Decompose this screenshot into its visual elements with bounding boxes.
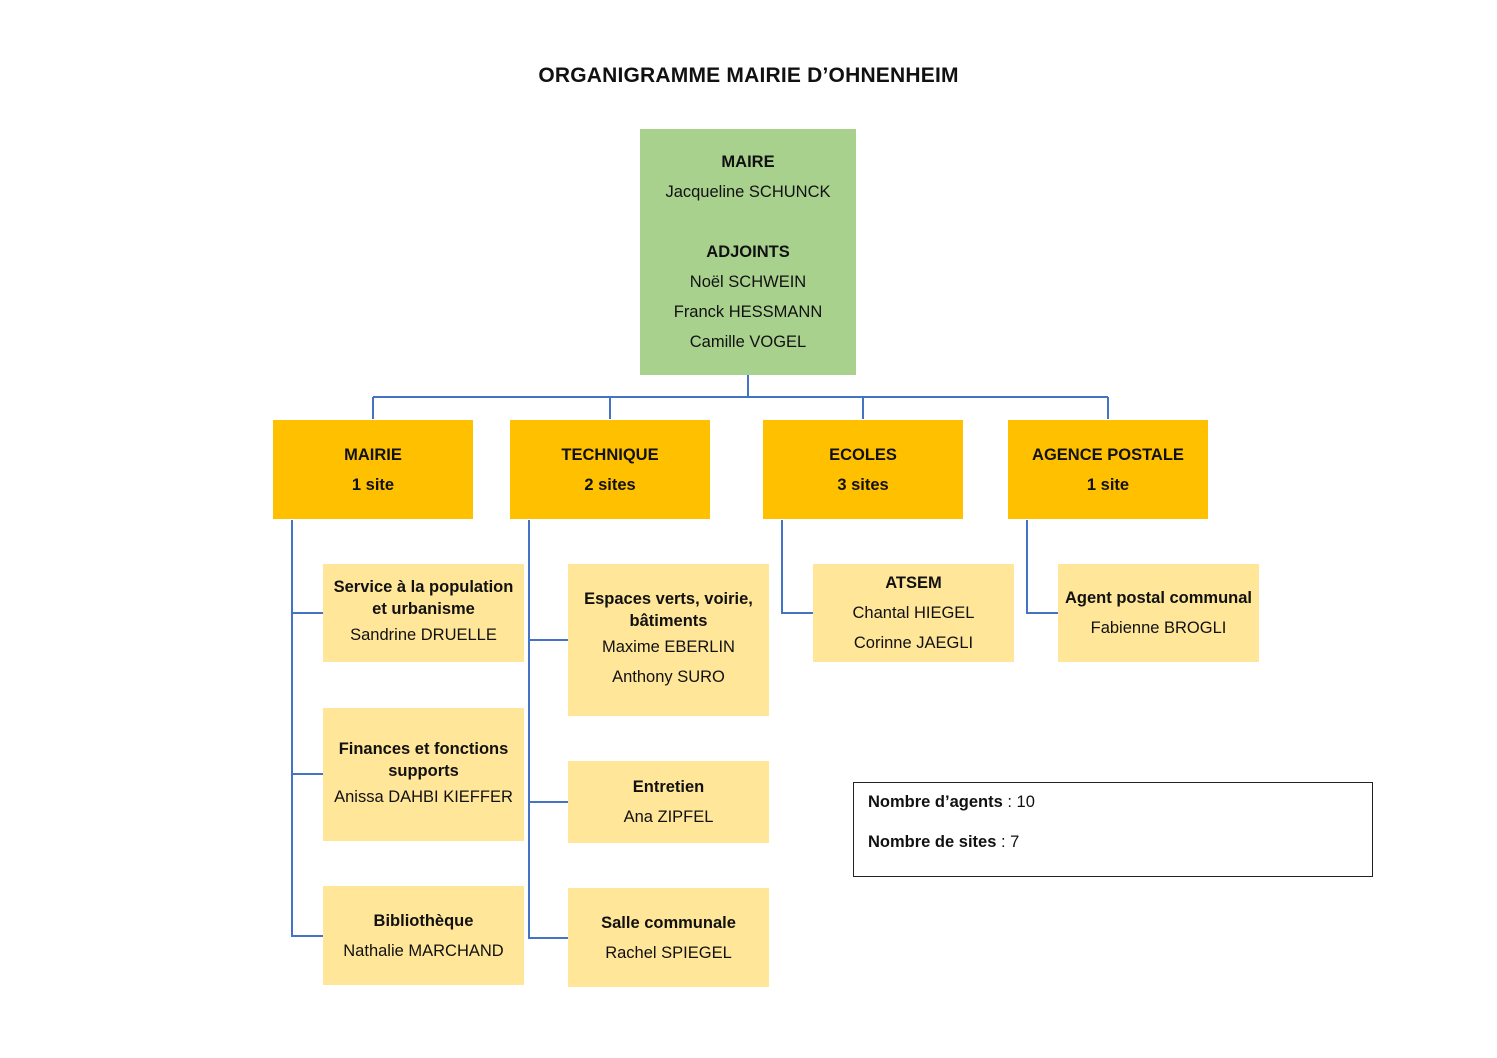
service-title: Bibliothèque xyxy=(373,911,474,930)
department-technique: TECHNIQUE 2 sites xyxy=(510,420,710,519)
service-espaces-verts: Espaces verts, voirie, bâtiments Maxime … xyxy=(568,564,769,716)
service-atsem: ATSEM Chantal HIEGEL Corinne JAEGLI xyxy=(813,564,1014,662)
sites-count-row: Nombre de sites : 7 xyxy=(868,832,1358,852)
service-person: Corinne JAEGLI xyxy=(853,634,974,652)
adjoints-label: ADJOINTS xyxy=(706,243,790,261)
service-title: Entretien xyxy=(632,778,705,796)
service-person: Sandrine DRUELLE xyxy=(350,626,497,644)
service-person: Anissa DAHBI KIEFFER xyxy=(334,787,513,806)
service-person: Maxime EBERLIN xyxy=(602,638,735,656)
sites-count-label: Nombre de sites xyxy=(868,833,997,851)
connector-mairie-branch xyxy=(291,520,323,937)
agents-count-value: : 10 xyxy=(1002,793,1035,811)
department-sites: 1 site xyxy=(351,475,395,494)
service-person: Ana ZIPFEL xyxy=(623,808,714,826)
department-sites: 2 sites xyxy=(584,475,636,494)
service-title: Espaces verts, voirie, xyxy=(584,590,753,608)
service-bibliotheque: Bibliothèque Nathalie MARCHAND xyxy=(323,886,524,985)
service-finances: Finances et fonctions supports Anissa DA… xyxy=(323,708,524,841)
service-entretien: Entretien Ana ZIPFEL xyxy=(568,761,769,843)
service-title: Service à la population xyxy=(333,578,514,596)
maire-name: Jacqueline SCHUNCK xyxy=(665,183,831,201)
service-person: Anthony SURO xyxy=(612,668,725,686)
department-sites: 3 sites xyxy=(837,475,889,494)
service-person: Chantal HIEGEL xyxy=(852,604,975,622)
agents-count-label: Nombre d’agents xyxy=(868,793,1003,811)
service-population-urbanisme: Service à la population et urbanisme San… xyxy=(323,564,524,662)
department-mairie: MAIRIE 1 site xyxy=(273,420,473,519)
service-title: et urbanisme xyxy=(372,600,475,618)
department-agence-postale: AGENCE POSTALE 1 site xyxy=(1008,420,1208,519)
sites-count-value: : 7 xyxy=(996,833,1020,851)
department-name: TECHNIQUE xyxy=(561,445,659,464)
service-title: supports xyxy=(388,761,459,780)
service-title: bâtiments xyxy=(629,612,708,630)
service-salle-communale: Salle communale Rachel SPIEGEL xyxy=(568,888,769,987)
page-title: ORGANIGRAMME MAIRIE D’OHNENHEIM xyxy=(538,64,959,87)
summary-box: Nombre d’agents : 10 Nombre de sites : 7 xyxy=(853,782,1373,877)
connector-ecoles-branch xyxy=(781,520,813,614)
adjoint-name: Camille VOGEL xyxy=(689,333,807,351)
connector-agence-branch xyxy=(1026,520,1058,614)
adjoint-name: Franck HESSMANN xyxy=(673,303,823,321)
department-name: AGENCE POSTALE xyxy=(1032,445,1184,464)
service-title: Finances et fonctions xyxy=(338,739,509,758)
service-person: Fabienne BROGLI xyxy=(1090,619,1227,637)
department-name: ECOLES xyxy=(829,445,897,464)
service-title: Salle communale xyxy=(601,913,736,932)
maire-label: MAIRE xyxy=(721,153,775,171)
department-sites: 1 site xyxy=(1086,475,1130,494)
service-person: Nathalie MARCHAND xyxy=(343,941,504,960)
service-agent-postal: Agent postal communal Fabienne BROGLI xyxy=(1058,564,1259,662)
department-name: MAIRIE xyxy=(344,445,402,464)
service-title: ATSEM xyxy=(885,574,942,592)
agents-count-row: Nombre d’agents : 10 xyxy=(868,792,1358,812)
service-person: Rachel SPIEGEL xyxy=(605,943,732,962)
maire-box: MAIRE Jacqueline SCHUNCK ADJOINTS Noël S… xyxy=(640,129,856,375)
connector-technique-branch xyxy=(528,520,568,939)
adjoint-name: Noël SCHWEIN xyxy=(689,273,807,291)
department-ecoles: ECOLES 3 sites xyxy=(763,420,963,519)
service-title: Agent postal communal xyxy=(1064,589,1253,607)
